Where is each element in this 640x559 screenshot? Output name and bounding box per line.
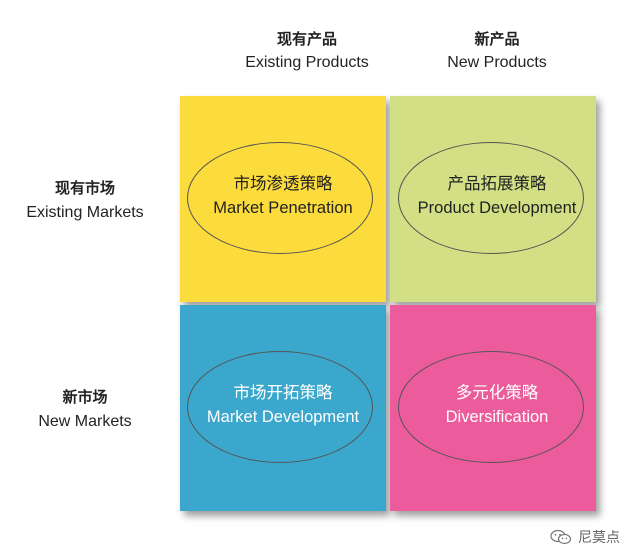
cell-label-zh: 产品拓展策略 bbox=[447, 175, 547, 193]
cell-label-zh: 市场开拓策略 bbox=[233, 384, 333, 402]
column-header-zh: 现有产品 bbox=[276, 31, 337, 48]
row-header-en: New Markets bbox=[38, 413, 132, 430]
cell-oval bbox=[187, 142, 373, 254]
cell-market-development: 市场开拓策略 Market Development bbox=[180, 305, 386, 511]
row-header-en: Existing Markets bbox=[26, 204, 144, 221]
cell-oval bbox=[187, 351, 373, 463]
cell-product-development: 产品拓展策略 Product Development bbox=[390, 96, 596, 302]
cell-label-en: Diversification bbox=[445, 408, 549, 426]
column-header-en: New Products bbox=[447, 54, 547, 71]
cell-label: 多元化策略 Diversification bbox=[394, 381, 600, 429]
cell-diversification: 多元化策略 Diversification bbox=[390, 305, 596, 511]
row-header-zh: 新市场 bbox=[62, 389, 108, 406]
column-header-new-products: 新产品 New Products bbox=[402, 28, 592, 74]
cell-market-penetration: 市场渗透策略 Market Penetration bbox=[180, 96, 386, 302]
cell-label-zh: 多元化策略 bbox=[455, 384, 539, 402]
watermark: 尼莫点 bbox=[550, 527, 620, 547]
cell-label-zh: 市场渗透策略 bbox=[233, 175, 333, 193]
cell-label-en: Market Development bbox=[206, 408, 360, 426]
cell-label-en: Market Penetration bbox=[213, 199, 353, 217]
watermark-text: 尼莫点 bbox=[578, 529, 620, 545]
cell-oval bbox=[398, 351, 584, 463]
matrix-grid: 市场渗透策略 Market Penetration 产品拓展策略 Product… bbox=[180, 96, 598, 514]
column-header-en: Existing Products bbox=[245, 54, 369, 71]
wechat-icon bbox=[550, 529, 572, 545]
cell-label: 产品拓展策略 Product Development bbox=[394, 172, 600, 220]
cell-label-en: Product Development bbox=[417, 199, 577, 217]
column-header-existing-products: 现有产品 Existing Products bbox=[212, 28, 402, 74]
cell-label: 市场渗透策略 Market Penetration bbox=[180, 172, 386, 220]
row-header-new-markets: 新市场 New Markets bbox=[0, 386, 170, 434]
row-header-zh: 现有市场 bbox=[54, 180, 115, 197]
column-header-zh: 新产品 bbox=[474, 31, 520, 48]
row-header-existing-markets: 现有市场 Existing Markets bbox=[0, 177, 170, 225]
cell-label: 市场开拓策略 Market Development bbox=[180, 381, 386, 429]
cell-oval bbox=[398, 142, 584, 254]
